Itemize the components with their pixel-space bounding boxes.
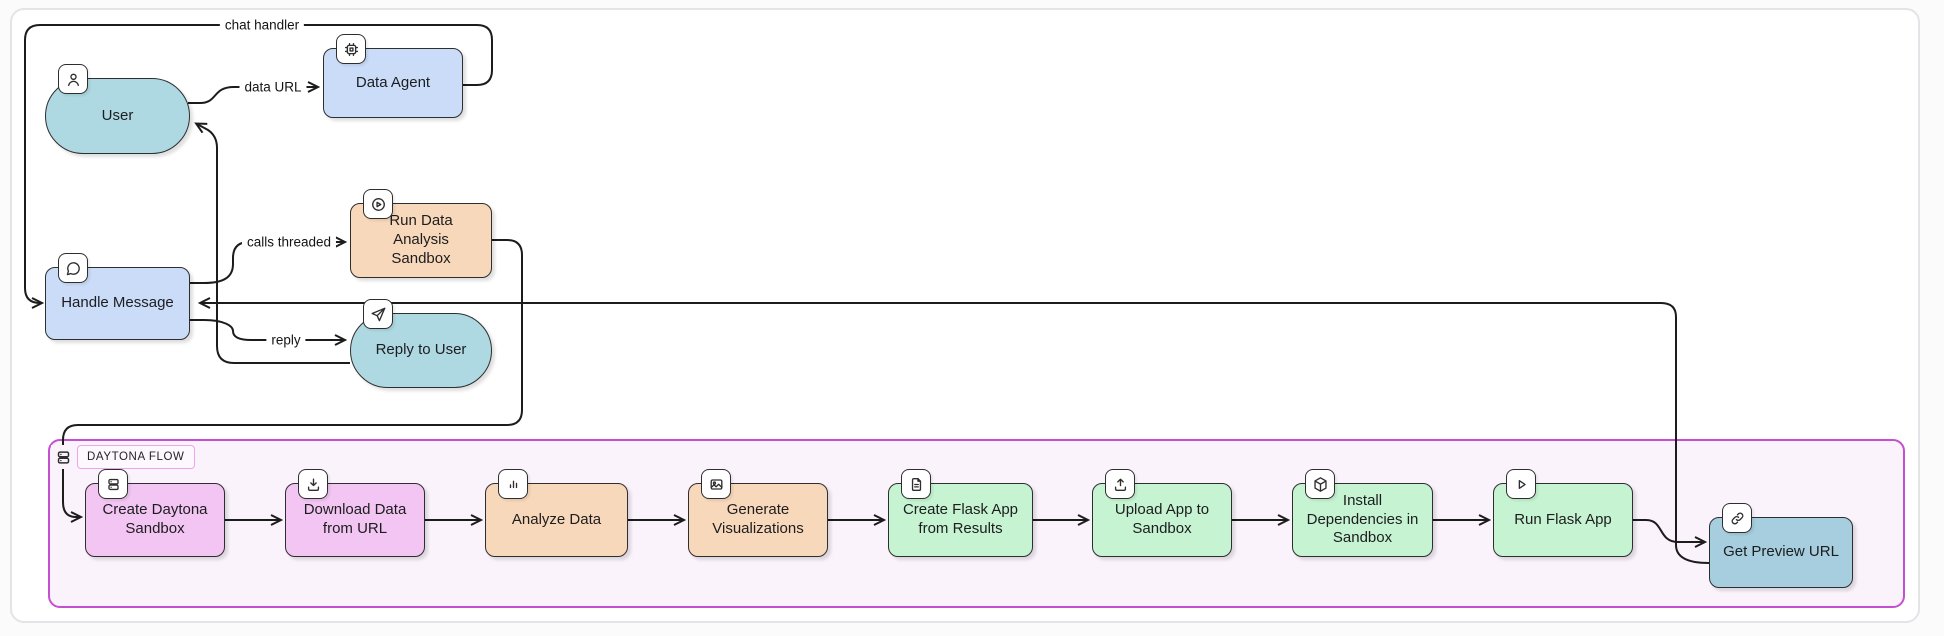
edge-label-reply: reply <box>266 332 306 348</box>
link-icon <box>1722 503 1752 533</box>
file-text-icon <box>901 469 931 499</box>
play-icon <box>1506 469 1536 499</box>
node-run-data-analysis-sandbox: Run Data Analysis Sandbox <box>350 189 492 278</box>
download-icon <box>298 469 328 499</box>
node-label: Get Preview URL <box>1723 543 1839 561</box>
node-install-dependencies-in-sandbox: Install Dependencies in Sandbox <box>1292 469 1433 557</box>
edge-chain-8 <box>1633 519 1708 548</box>
daytona-flow-label: DAYTONA FLOW <box>77 445 195 469</box>
node-label: Generate Visualizations <box>712 501 804 537</box>
image-icon <box>701 469 731 499</box>
node-reply-to-user: Reply to User <box>350 299 492 388</box>
node-data-agent: Data Agent <box>323 34 463 118</box>
node-analyze-data: Analyze Data <box>485 469 628 557</box>
node-label: User <box>101 106 134 124</box>
edge-data-url <box>188 81 321 104</box>
upload-icon <box>1105 469 1135 499</box>
node-create-flask-app-from-results: Create Flask App from Results <box>888 469 1033 557</box>
node-handle-message: Handle Message <box>45 253 190 340</box>
node-label: Data Agent <box>355 73 431 91</box>
node-label: Reply to User <box>375 341 467 359</box>
node-label: Download Data from URL <box>303 501 407 537</box>
edge-to-daytona-flow <box>62 239 523 523</box>
edge-preview-to-handle <box>197 297 1710 564</box>
play-circle-icon <box>363 189 393 219</box>
package-icon <box>1305 469 1335 499</box>
node-label: Run Data Analysis Sandbox <box>389 212 453 267</box>
node-label: Create Flask App from Results <box>902 501 1019 537</box>
send-icon <box>363 299 393 329</box>
node-label: Install Dependencies in Sandbox <box>1306 491 1419 547</box>
node-label: Upload App to Sandbox <box>1114 501 1210 537</box>
server-icon <box>51 445 75 469</box>
daytona-flow-tag: DAYTONA FLOW <box>51 445 195 469</box>
node-create-daytona-sandbox: Create Daytona Sandbox <box>85 469 225 557</box>
bar-chart-icon <box>498 469 528 499</box>
node-generate-visualizations: Generate Visualizations <box>688 469 828 557</box>
node-label: Create Daytona Sandbox <box>102 501 208 537</box>
node-upload-app-to-sandbox: Upload App to Sandbox <box>1092 469 1232 557</box>
edge-reply-to-user <box>194 122 350 364</box>
chat-bubble-icon <box>58 253 88 283</box>
node-label: Handle Message <box>61 294 174 312</box>
edge-reply <box>190 319 348 346</box>
edge-label-data-url: data URL <box>239 79 307 95</box>
chip-icon <box>336 34 366 64</box>
node-label: Run Flask App <box>1514 510 1612 528</box>
edge-label-calls-threaded: calls threaded <box>241 234 337 250</box>
edge-label-chat-handler: chat handler <box>219 17 305 33</box>
person-icon <box>58 64 88 94</box>
node-label: Analyze Data <box>511 510 602 528</box>
node-get-preview-url: Get Preview URL <box>1709 503 1853 588</box>
node-download-data-from-url: Download Data from URL <box>285 469 425 557</box>
node-user: User <box>45 64 190 154</box>
node-run-flask-app: Run Flask App <box>1493 469 1633 557</box>
server-icon <box>98 469 128 499</box>
